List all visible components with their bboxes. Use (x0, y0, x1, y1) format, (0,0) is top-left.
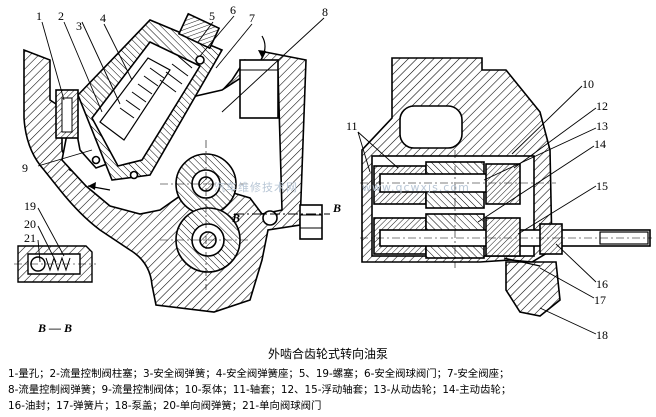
side-bolt (299, 204, 323, 240)
label-2: 2 (58, 9, 64, 23)
label-17: 17 (594, 293, 606, 307)
figure-caption: 外啮合齿轮式转向油泵 (267, 347, 388, 361)
label-7: 7 (249, 11, 255, 25)
valve-spring (119, 67, 165, 119)
label-5: 5 (209, 9, 215, 23)
label-21: 21 (24, 231, 36, 245)
pump-cover-18 (505, 261, 561, 317)
label-18: 18 (596, 328, 608, 340)
label-4: 4 (100, 11, 106, 25)
right-section-view (360, 57, 652, 317)
legend-line-2: 8-流量控制阀弹簧；9-流量控制阀体；10-泵体；11-轴套；12、15-浮动轴… (8, 384, 512, 396)
parts-legend: 1-量孔；2-流量控制阀柱塞；3-安全阀弹簧；4-安全阀弹簧座；5、19-螺塞；… (8, 366, 653, 414)
label-13: 13 (596, 119, 608, 133)
spring-plate-17 (503, 257, 541, 267)
label-12: 12 (596, 99, 608, 113)
bb-detail-view (14, 245, 96, 283)
watermark-left: 汽车维修技术网 (214, 180, 298, 194)
plug-5 (177, 12, 221, 50)
safety-spring (159, 55, 193, 93)
watermark-right: www.qcwxjs.com (362, 181, 470, 194)
ball-a (91, 155, 101, 165)
section-mark-b-right: B (332, 201, 341, 215)
label-9: 9 (22, 161, 28, 175)
label-14: 14 (594, 137, 606, 151)
pump-diagram: 汽车维修技术网 www.qcwxjs.com 1 2 3 4 5 6 7 8 9… (14, 3, 652, 340)
left-section-view (23, 12, 330, 313)
label-16: 16 (596, 277, 608, 291)
label-1: 1 (36, 9, 42, 23)
label-6: 6 (230, 3, 236, 17)
label-10: 10 (582, 77, 594, 91)
legend-line-1: 1-量孔；2-流量控制阀柱塞；3-安全阀弹簧；4-安全阀弹簧座；5、19-螺塞；… (8, 368, 510, 380)
label-19: 19 (24, 199, 36, 213)
label-11: 11 (346, 119, 358, 133)
check-spring-20 (45, 256, 71, 272)
leader-lines (37, 15, 597, 335)
part-number-labels: 1 2 3 4 5 6 7 8 9 10 11 12 13 14 15 16 1… (22, 3, 608, 340)
floating-bushing-15 (485, 217, 521, 257)
section-title-bb: B — B (37, 321, 72, 335)
ball-b (129, 170, 139, 180)
upper-port (239, 59, 279, 119)
oil-seal-16 (539, 223, 563, 255)
legend-line-3: 16-油封；17-弹簧片；18-泵盖；20-单向阀弹簧；21-单向阀球阀门 (8, 400, 322, 412)
label-3: 3 (76, 19, 82, 33)
label-8: 8 (322, 5, 328, 19)
mount-opening (399, 105, 463, 149)
ball-valve-6 (195, 55, 205, 65)
label-20: 20 (24, 217, 36, 231)
section-mark-b-left: B (231, 211, 240, 225)
label-15: 15 (596, 179, 608, 193)
floating-bushing-12 (485, 163, 521, 205)
